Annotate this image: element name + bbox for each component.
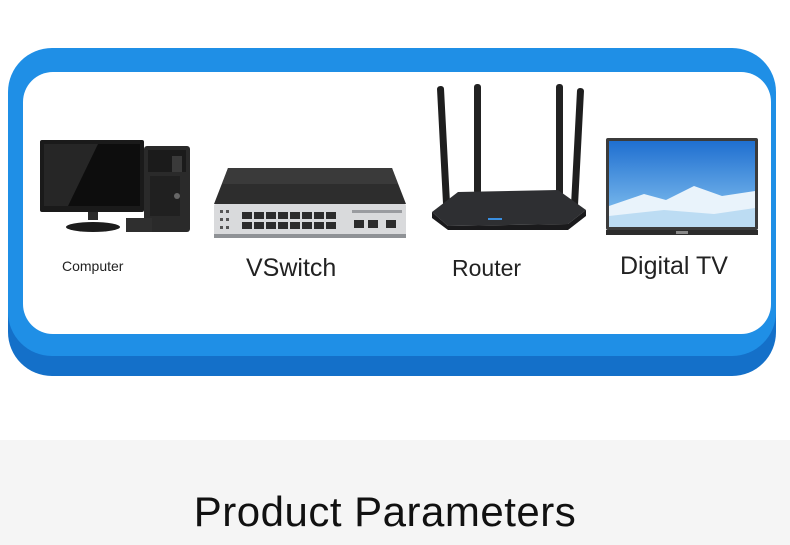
section-title: Product Parameters xyxy=(193,488,577,535)
device-label-router: Router xyxy=(452,255,522,281)
bottom-area xyxy=(0,440,790,545)
computer-icon xyxy=(40,140,190,232)
router-icon xyxy=(432,84,586,230)
switch-icon xyxy=(214,168,406,238)
device-label-digital-tv: Digital TV xyxy=(620,252,728,280)
device-label-vswitch: VSwitch xyxy=(246,254,337,282)
tv-icon xyxy=(606,138,758,235)
device-label-computer: Computer xyxy=(62,258,124,274)
